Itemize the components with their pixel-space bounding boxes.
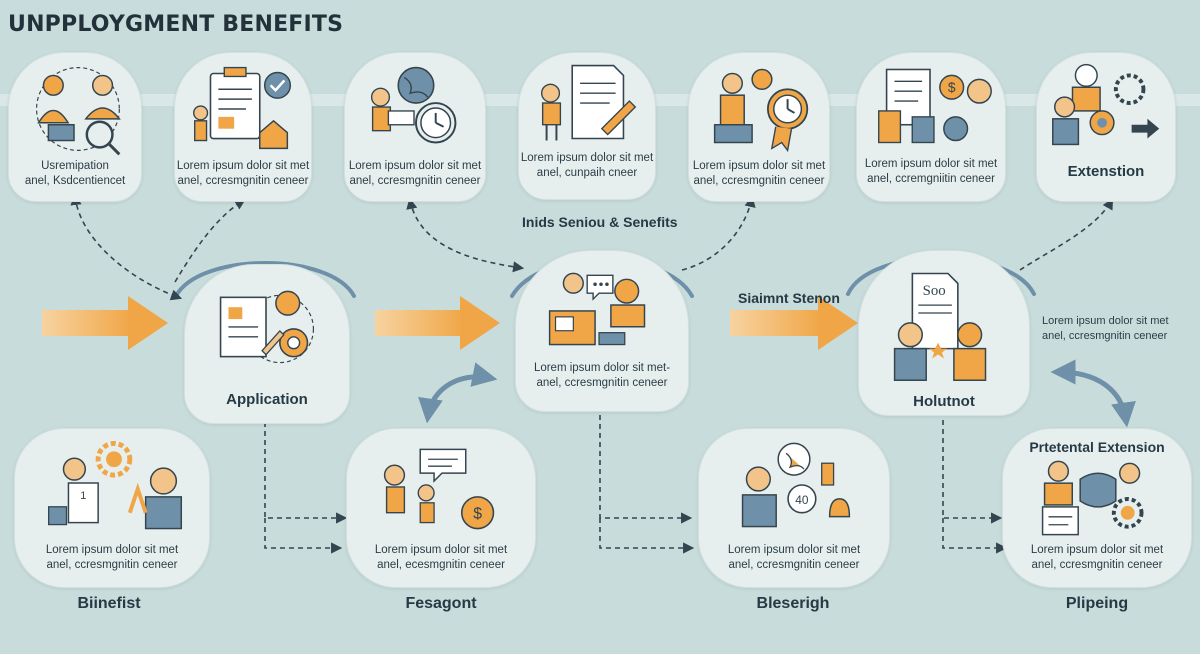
bottom-card-4-label: Plipeing [1065, 595, 1129, 612]
bottom-card-1-label: Biinefist [77, 595, 141, 612]
caption-line: anel, ccremgniitin ceneer [867, 173, 995, 185]
svg-text:$: $ [473, 506, 482, 523]
bottom-card-2: $ Lorem ipsum dolor sit met anel, ecesmg… [346, 428, 536, 588]
money-document-icon: $ [878, 68, 992, 144]
top-card-1: Usremipation anel, Ksdcentiencet [8, 52, 142, 202]
globe-clock-icon [370, 66, 457, 144]
session-label: Inids Seniou & Senefits [522, 214, 678, 230]
statement-label: Siaimnt Stenon [738, 290, 840, 306]
application-label: Application [226, 391, 308, 408]
caption-line: Lorem ipsum dolor sit met [374, 544, 508, 556]
top-card-1-caption: Usremipation anel, Ksdcentiencet [9, 159, 141, 189]
top-card-6: $ Lorem ipsum dolor sit met anel, ccremg… [856, 52, 1006, 202]
middle-card-consultation: Lorem ipsum dolor sit met- anel, ccresmg… [515, 250, 689, 412]
caption-line: anel, ccresmgnitin ceneer [46, 559, 178, 571]
holutnot-label: Holutnot [913, 393, 975, 410]
clipboard-check-icon [193, 66, 292, 150]
caption-line: anel, ecesmgnitin ceneer [377, 559, 505, 571]
caption-line: Lorem ipsum dolor sit met- [533, 362, 671, 374]
bottom-card-1: 1 Lorem ipsum dolor sit met anel, ccresm… [14, 428, 210, 588]
right-caption: Lorem ipsum dolor sit met anel, ccresmgn… [1042, 314, 1169, 344]
top-card-7: Extenstion [1036, 52, 1176, 202]
extension-people-icon [1041, 460, 1144, 536]
caption-line: Lorem ipsum dolor sit met [727, 544, 861, 556]
caption-line: Usremipation [41, 160, 109, 172]
bottom-card-3-label: Bleserigh [756, 595, 830, 612]
caption-line: anel, ccresmgnitin ceneer [728, 559, 860, 571]
caption-line: Lorem ipsum dolor sit met [45, 544, 179, 556]
caption-line: Lorem ipsum dolor sit met [864, 158, 998, 170]
top-card-2: Lorem ipsum dolor sit met anel, ccresmgn… [174, 52, 312, 202]
consultation-icon [548, 272, 646, 346]
svg-text:40: 40 [795, 493, 809, 507]
top-card-3-caption: Lorem ipsum dolor sit met anel, ccresmgn… [345, 159, 485, 189]
caption-line: anel, ccresmgnitin ceneer [536, 377, 668, 389]
caption-line: anel, cunpaih cneer [536, 167, 638, 179]
consultation-caption: Lorem ipsum dolor sit met- anel, ccresmg… [516, 361, 688, 391]
top-card-4-caption: Lorem ipsum dolor sit met anel, cunpaih … [519, 151, 655, 181]
svg-text:Soo: Soo [923, 283, 946, 299]
bottom-card-1-caption: Lorem ipsum dolor sit met anel, ccresmgn… [15, 543, 209, 573]
top-card-5-caption: Lorem ipsum dolor sit met anel, ccresmgn… [689, 159, 829, 189]
top-card-2-caption: Lorem ipsum dolor sit met anel, ccresmgn… [175, 159, 311, 189]
caption-line: anel, ccresmgnitin ceneer [693, 175, 825, 187]
flow-arrow-2 [375, 296, 500, 350]
page-title: UNPPLOYGMENT BENEFITS [8, 12, 344, 37]
top-card-6-caption: Lorem ipsum dolor sit met anel, ccremgni… [857, 157, 1005, 187]
application-form-icon [219, 290, 315, 364]
document-sign-icon [540, 64, 637, 141]
speech-money-icon: 40 [741, 442, 851, 528]
svg-text:1: 1 [80, 490, 86, 502]
middle-card-application: Application [184, 264, 350, 424]
caption-line: anel, ccresmgnitin ceneer [1031, 559, 1163, 571]
caption-line: Lorem ipsum dolor sit met [176, 160, 310, 172]
people-search-icon [35, 67, 121, 156]
bottom-card-4-caption: Lorem ipsum dolor sit met anel, ccresmgn… [1003, 543, 1191, 573]
team-gear-icon [1052, 63, 1160, 146]
interview-icon: Soo [893, 272, 987, 381]
award-clock-icon [713, 68, 809, 153]
flow-arrow-3 [730, 296, 858, 350]
top-card-3: Lorem ipsum dolor sit met anel, ccresmgn… [344, 52, 486, 202]
flow-arrow-1 [42, 296, 168, 350]
top-card-5: Lorem ipsum dolor sit met anel, ccresmgn… [688, 52, 830, 202]
caption-line: Lorem ipsum dolor sit met [348, 160, 482, 172]
top-card-4: Lorem ipsum dolor sit met anel, cunpaih … [518, 52, 656, 200]
benefit-growth-icon: 1 [48, 440, 183, 530]
caption-line: Lorem ipsum dolor sit met [1030, 544, 1164, 556]
payment-chat-icon: $ [383, 448, 495, 530]
caption-line: Lorem ipsum dolor sit met [1042, 315, 1169, 327]
bottom-card-2-caption: Lorem ipsum dolor sit met anel, ecesmgni… [347, 543, 535, 573]
bottom-card-4: Prtetental Extension Lorem ipsum dolor s… [1002, 428, 1192, 588]
bottom-card-4-title: Prtetental Extension [1029, 439, 1165, 455]
caption-line: Lorem ipsum dolor sit met [692, 160, 826, 172]
svg-text:$: $ [948, 79, 956, 95]
caption-line: Lorem ipsum dolor sit met [520, 152, 654, 164]
caption-line: anel, Ksdcentiencet [24, 175, 126, 187]
middle-card-holutnot: Soo Holutnot [858, 250, 1030, 416]
caption-line: anel, ccresmgnitin ceneer [1042, 330, 1168, 342]
top-card-7-label: Extenstion [1067, 163, 1145, 180]
bottom-card-3: 40 Lorem ipsum dolor sit met anel, ccres… [698, 428, 890, 588]
caption-line: anel, ccresmgnitin ceneer [177, 175, 309, 187]
caption-line: anel, ccresmgnitin ceneer [349, 175, 481, 187]
bottom-card-2-label: Fesagont [405, 595, 477, 612]
bottom-card-3-caption: Lorem ipsum dolor sit met anel, ccresmgn… [699, 543, 889, 573]
